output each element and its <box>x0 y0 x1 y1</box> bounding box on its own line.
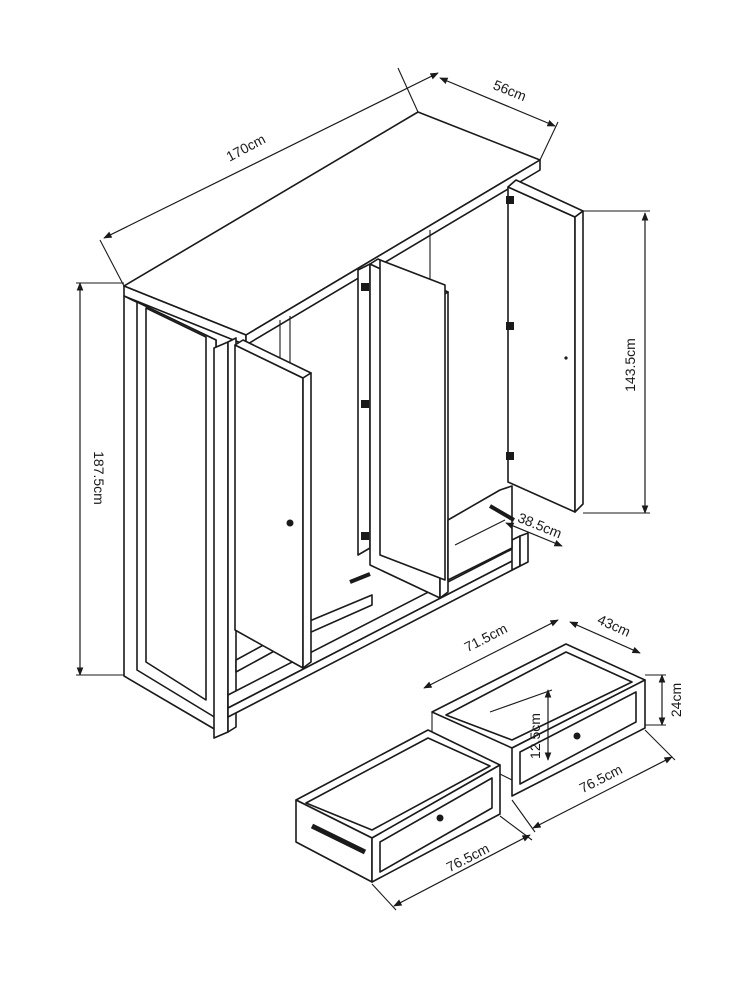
drawer-length-left-label: 76.5cm <box>444 840 492 875</box>
width-label: 170cm <box>223 131 268 165</box>
middle-left-door[interactable] <box>357 263 371 556</box>
door-knob-icon <box>286 519 294 527</box>
front-left-leg <box>213 341 229 739</box>
door-height-label: 143.5cm <box>622 338 638 392</box>
height-label: 187.5cm <box>91 451 107 505</box>
drawer-knob-icon <box>573 732 581 740</box>
hinge-icon <box>361 196 514 540</box>
dimensions <box>76 67 676 911</box>
right-door[interactable] <box>507 186 576 513</box>
drawer-height-label: 24cm <box>668 683 684 717</box>
left-door[interactable] <box>234 344 304 669</box>
drawer-inner-height-label: 12.5cm <box>527 713 543 759</box>
depth-label: 56cm <box>491 77 529 105</box>
wardrobe-top <box>123 111 541 336</box>
front-right-leg <box>511 535 521 571</box>
drawer-knob-icon <box>436 814 444 822</box>
wardrobe <box>123 111 584 739</box>
drawer-length-right-label: 76.5cm <box>577 761 625 796</box>
drawer-slide-icon <box>349 504 516 584</box>
drawer-inner-width-label: 71.5cm <box>462 620 510 655</box>
